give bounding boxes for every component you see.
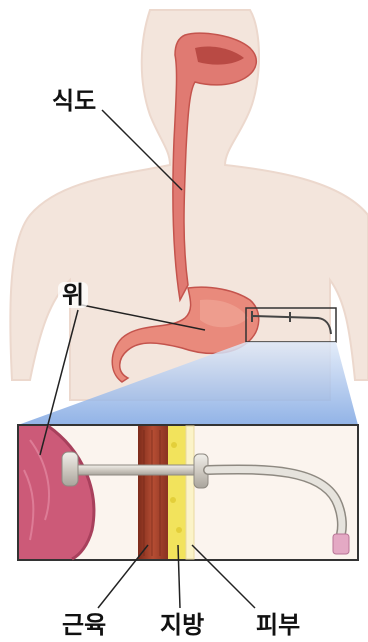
- label-skin: 피부: [256, 612, 300, 638]
- fat-layer: [168, 426, 186, 559]
- label-muscle: 근육: [62, 612, 106, 638]
- label-esophagus: 식도: [48, 88, 100, 114]
- label-stomach: 위: [58, 282, 88, 308]
- label-fat: 지방: [160, 612, 204, 638]
- detail-inset: [18, 425, 358, 560]
- skin-layer: [186, 426, 194, 559]
- muscle-layer: [138, 426, 168, 559]
